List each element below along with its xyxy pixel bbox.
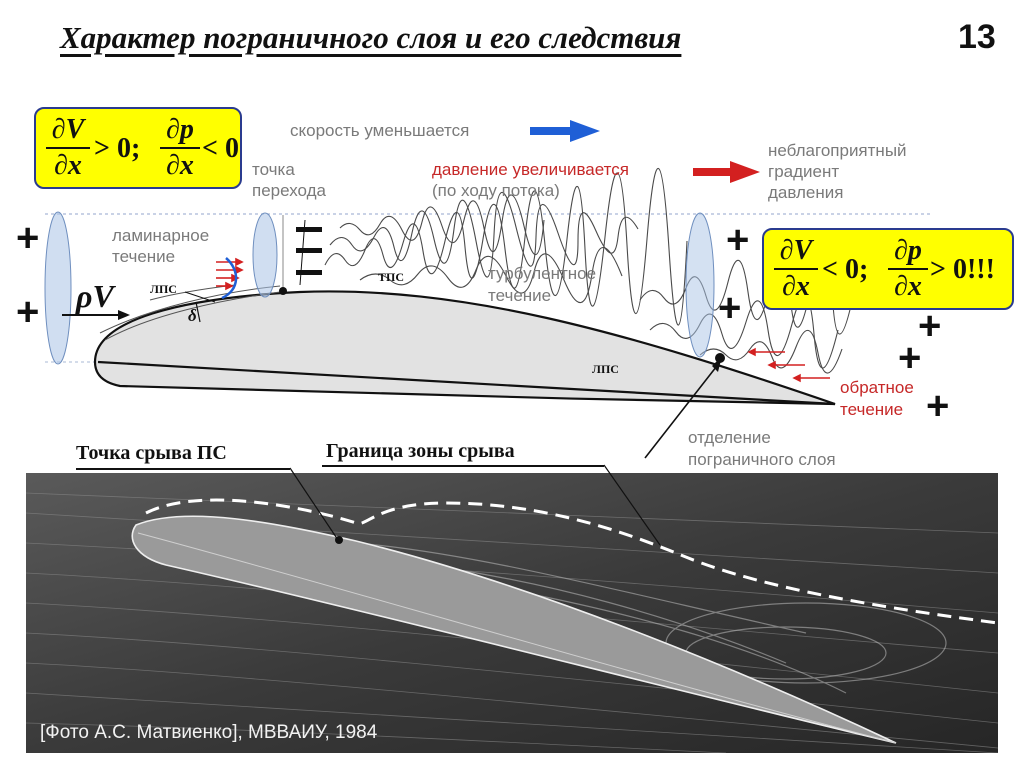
airfoil-shape <box>93 290 836 406</box>
separation-section-ellipse <box>685 212 715 358</box>
photo-airfoil <box>131 515 897 744</box>
reverse-flow-label-1: обратное <box>840 378 914 397</box>
plus-sign: + <box>918 304 942 348</box>
reverse-flow-arrows <box>747 347 830 383</box>
turbulent-label-1: турбулентное <box>488 264 597 283</box>
airfoil-diagram <box>44 120 930 459</box>
photo-caption: [Фото А.С. Матвиенко], МВВАИУ, 1984 <box>40 722 378 743</box>
tps-label: ТПС <box>378 270 405 284</box>
along-flow-label: (по ходу потока) <box>432 181 560 200</box>
separation-label-2: пограничного слоя <box>688 450 836 469</box>
plus-sign: + <box>718 286 742 330</box>
separation-label-1: отделение <box>688 428 771 447</box>
minus-sign <box>296 270 322 275</box>
slide-number: 13 <box>958 18 996 56</box>
leading-section-ellipse <box>44 211 72 365</box>
plus-sign: + <box>926 384 950 428</box>
separation-boundary-dashed-line <box>145 498 998 625</box>
boundary-layer-profile <box>221 257 238 300</box>
separation-boundary-underline <box>322 465 604 467</box>
adverse-label-2: градиент <box>768 162 840 181</box>
formula-favorable-box: ∂V ∂x > 0; ∂p ∂x < 0 <box>34 107 242 189</box>
formula-relation: < 0; <box>822 254 869 285</box>
lps-label-leading: ЛПС <box>150 282 177 296</box>
plus-sign: + <box>726 218 750 262</box>
minus-sign <box>296 227 322 232</box>
transition-label-1: точка <box>252 160 295 179</box>
lps-label-lower: ЛПС <box>592 362 619 376</box>
slide-title: Характер пограничного слоя и его следств… <box>60 20 682 55</box>
adverse-label-3: давления <box>768 183 844 202</box>
formula-relation: > 0; <box>94 133 141 164</box>
formula-den: ∂x <box>54 150 82 181</box>
delta-label: δ <box>188 306 197 325</box>
reverse-flow-label-2: течение <box>840 400 904 419</box>
speed-decreases-label: скорость уменьшается <box>290 121 470 140</box>
delta-marker <box>195 301 201 323</box>
formula-relation: < 0 <box>202 133 239 164</box>
separation-point-label: Точка срыва ПС <box>76 442 227 464</box>
photo-drawing <box>26 473 998 753</box>
formula-relation: > 0!!! <box>930 254 995 285</box>
formula-num: ∂V <box>51 114 85 145</box>
plus-sign: + <box>16 216 40 260</box>
separation-boundary-label: Граница зоны срыва <box>326 440 515 462</box>
formula-den: ∂x <box>894 271 922 302</box>
lps-leader <box>184 291 216 303</box>
adverse-label-1: неблагоприятный <box>768 141 907 160</box>
formula-adverse-box: ∂V ∂x < 0; ∂p ∂x > 0!!! <box>762 228 1014 310</box>
formula-num: ∂p <box>894 235 922 266</box>
formula-num: ∂p <box>166 114 194 145</box>
pressure-increases-label: давление увеличивается <box>432 160 629 179</box>
rho-v-label: ρV <box>76 278 114 314</box>
chord-line <box>97 360 836 406</box>
formula-den: ∂x <box>166 150 194 181</box>
formula-den: ∂x <box>782 271 810 302</box>
plus-sign: + <box>16 290 40 334</box>
transition-point <box>279 287 287 295</box>
separation-point-underline <box>76 468 290 470</box>
turbulent-label-2: течение <box>488 286 552 305</box>
transition-label-2: перехода <box>252 181 326 200</box>
separation-pointer-line <box>644 361 721 459</box>
laminar-label-1: ламинарное <box>112 226 210 245</box>
transition-section-ellipse <box>252 212 278 298</box>
wind-tunnel-photo <box>26 473 998 753</box>
plus-sign: + <box>898 336 922 380</box>
minus-sign <box>296 248 322 253</box>
laminar-label-2: течение <box>112 247 176 266</box>
formula-num: ∂V <box>779 235 813 266</box>
